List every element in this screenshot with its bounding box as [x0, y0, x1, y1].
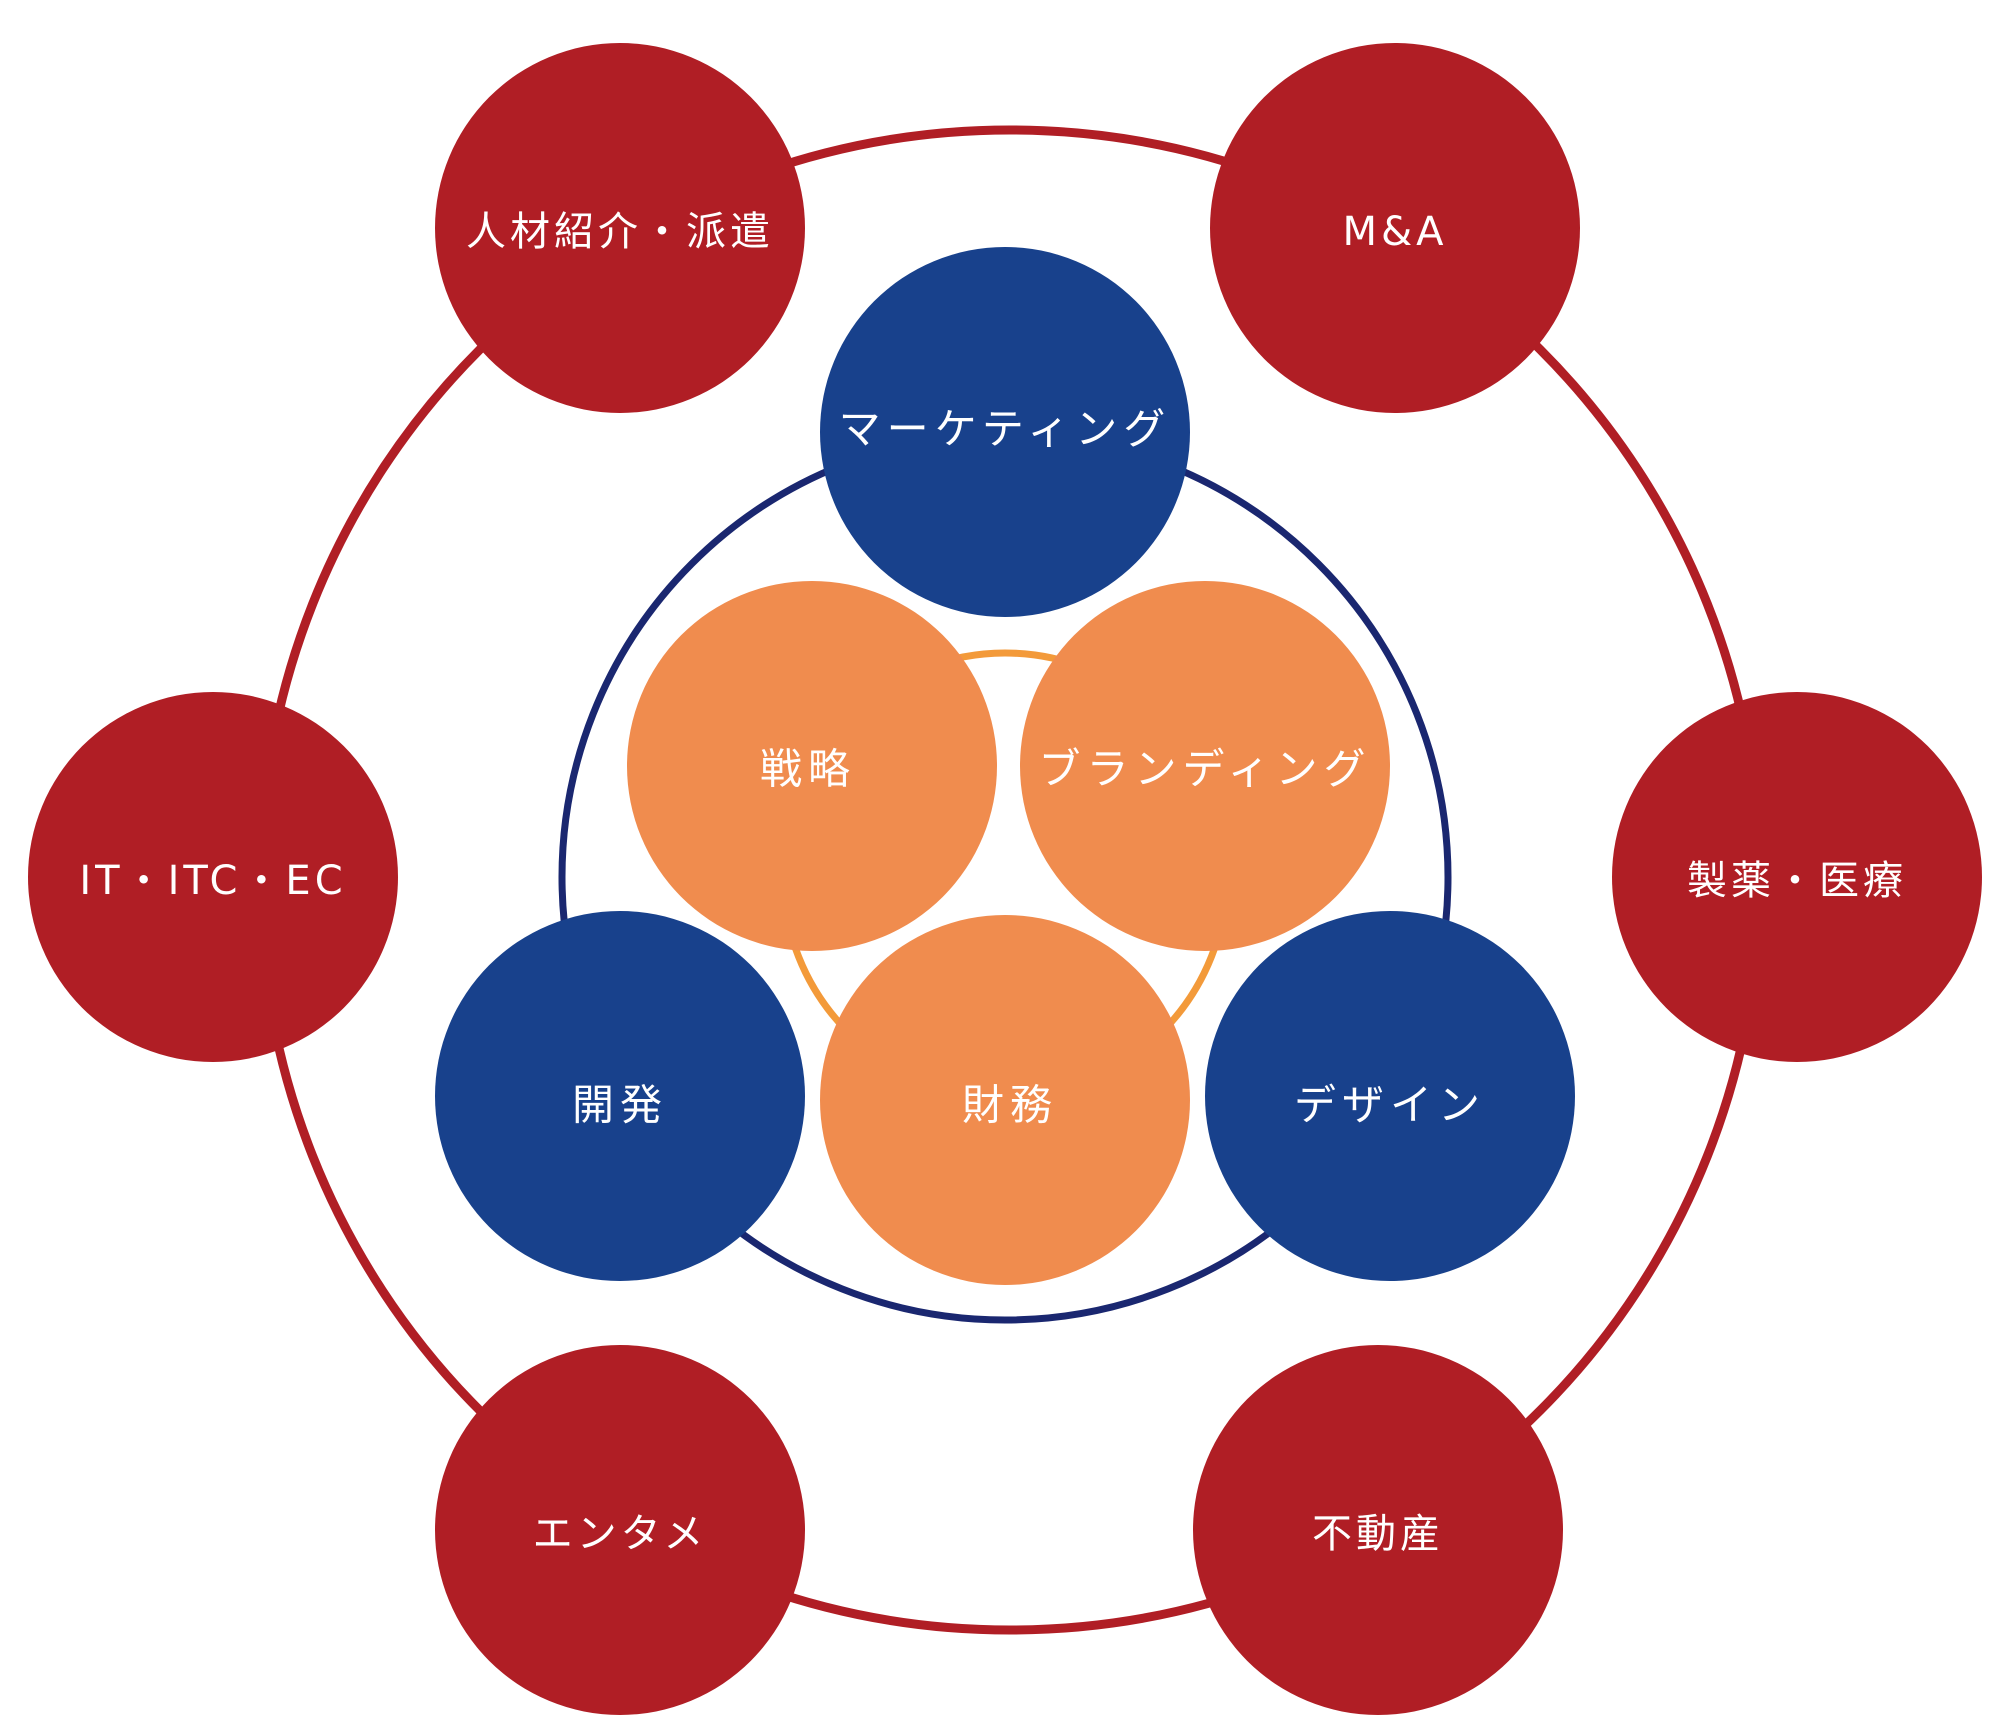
- industry-node-fudosan: 不動産: [1193, 1345, 1563, 1715]
- industry-node-seiyaku: 製薬・医療: [1612, 692, 1982, 1062]
- core-node-senryaku: 戦略: [627, 581, 997, 951]
- function-node-design: デザイン: [1205, 911, 1575, 1281]
- industry-circle: [1210, 43, 1580, 413]
- function-label: デザイン: [1294, 1081, 1486, 1130]
- industry-label: 製薬・医療: [1687, 858, 1907, 904]
- function-circle: [435, 911, 805, 1281]
- industry-label: 人材紹介・派遣: [466, 209, 774, 255]
- core-label: 財務: [962, 1081, 1058, 1130]
- function-circle: [1205, 911, 1575, 1281]
- industry-circle: [28, 692, 398, 1062]
- industry-circle: [1193, 1345, 1563, 1715]
- function-label: 開発: [572, 1081, 668, 1130]
- industry-circle: [435, 43, 805, 413]
- function-circle: [820, 247, 1190, 617]
- industry-label: エンタメ: [533, 1511, 708, 1557]
- core-label: 戦略: [760, 745, 856, 794]
- function-node-marketing: マーケティング: [820, 247, 1190, 617]
- core-circle: [1020, 581, 1390, 951]
- core-circle: [627, 581, 997, 951]
- industry-circle: [1612, 692, 1982, 1062]
- industry-node-it: IT・ITC・EC: [28, 692, 398, 1062]
- industry-label: 不動産: [1312, 1511, 1444, 1557]
- core-node-branding: ブランディング: [1020, 581, 1390, 951]
- industry-label: M&A: [1342, 209, 1447, 255]
- industry-label: IT・ITC・EC: [79, 858, 346, 904]
- industry-node-ma: M&A: [1210, 43, 1580, 413]
- industry-node-jinzai: 人材紹介・派遣: [435, 43, 805, 413]
- core-circle: [820, 915, 1190, 1285]
- function-node-kaihatsu: 開発: [435, 911, 805, 1281]
- industry-node-entame: エンタメ: [435, 1345, 805, 1715]
- core-node-zaimu: 財務: [820, 915, 1190, 1285]
- function-label: マーケティング: [839, 405, 1172, 454]
- industry-circle: [435, 1345, 805, 1715]
- core-label: ブランディング: [1038, 745, 1371, 794]
